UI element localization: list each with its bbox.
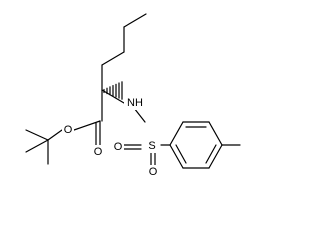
ester-group — [25, 89, 103, 165]
chain-bond-5 — [101, 89, 125, 104]
structural-formula: O O NH S O O — [25, 13, 241, 179]
sulfur-label: S — [148, 140, 155, 152]
alkyl-chain — [101, 13, 147, 104]
carbonyl-oxygen-label: O — [94, 146, 103, 158]
amine-label: NH — [127, 97, 143, 109]
chain-bond-3 — [101, 51, 125, 66]
nitrogen-to-sulfur — [133, 107, 146, 123]
sulfonyl-oxygen-left-label: O — [114, 141, 123, 153]
carbonyl-to-ether-oxygen — [73, 120, 101, 131]
sulfonamide-group — [123, 107, 171, 166]
sulfonyl-oxygen-down-label: O — [149, 166, 158, 178]
tolyl-ring — [169, 121, 241, 169]
chain-bond-1 — [123, 13, 147, 28]
atom-labels: O O NH S O O — [62, 96, 159, 179]
ether-oxygen-to-tbu — [47, 129, 63, 141]
tbu-methyl-2 — [25, 139, 49, 153]
stereo-hash-wedge — [103, 81, 123, 100]
ester-ether-oxygen-label: O — [64, 124, 73, 136]
tbu-methyl-1 — [25, 129, 49, 141]
